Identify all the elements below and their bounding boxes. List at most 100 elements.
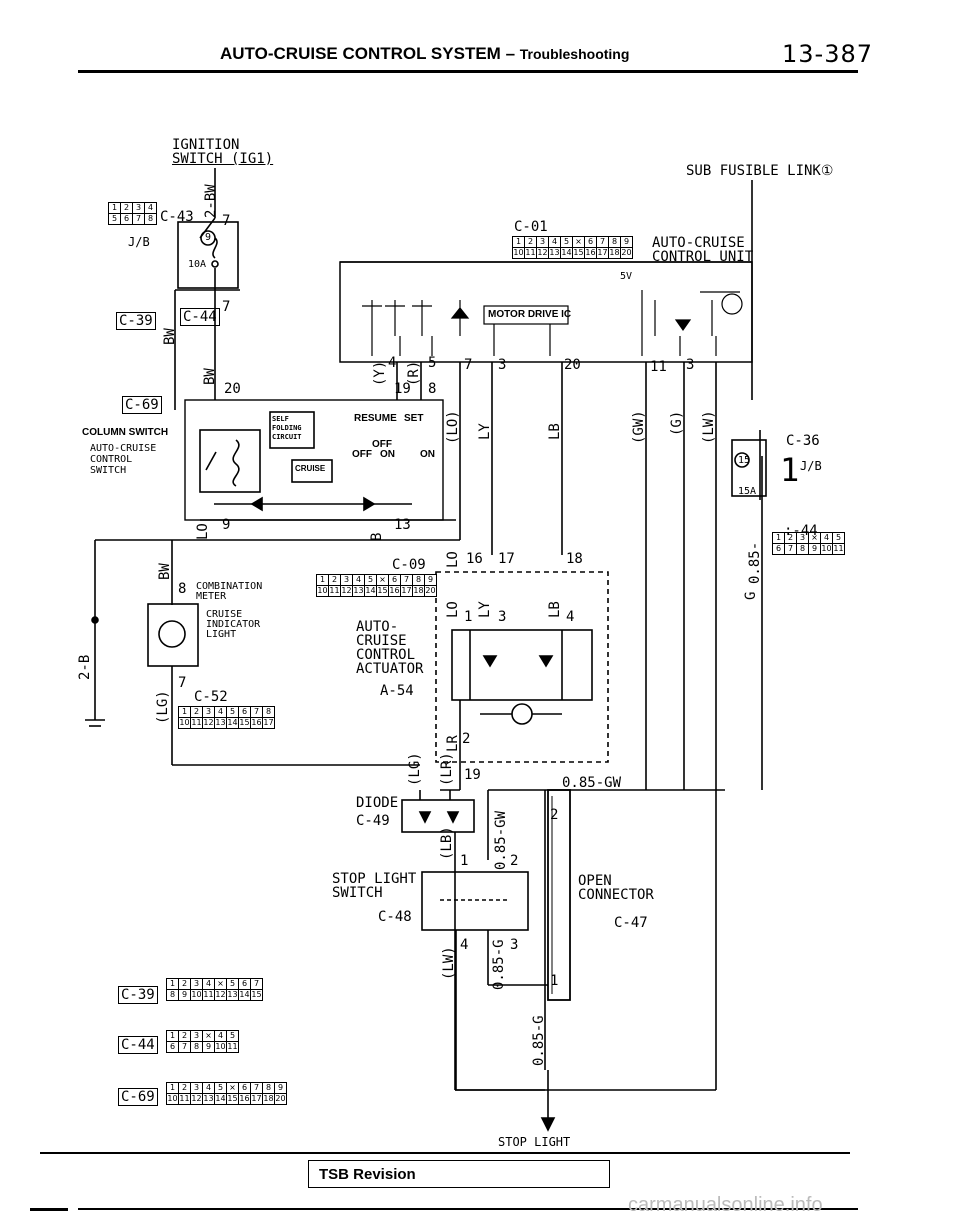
sub-fusible-link-label: SUB FUSIBLE LINK① (686, 163, 834, 179)
off-label-2: OFF (352, 449, 372, 460)
motor-drive-ic-box (483, 305, 569, 325)
diode-label: DIODE (356, 795, 399, 811)
footer-rule-bottom (78, 1208, 858, 1210)
ac-switch-label-2: CONTROL (90, 454, 133, 465)
wire-color-lw: (LW) (701, 410, 717, 444)
pin-3-c01b: 3 (686, 357, 695, 373)
footer-left-mark (30, 1208, 68, 1211)
wire-color-lg: (LG) (155, 690, 171, 724)
cruise-switch-box (291, 459, 333, 483)
wire-color-lb: LB (547, 423, 563, 440)
header-rule (78, 70, 858, 73)
open-connector-label-1: OPEN (578, 873, 612, 889)
pin-5: 5 (428, 355, 437, 371)
pin-18: 18 (566, 551, 583, 567)
cruise-indicator-label-1: CRUISE (206, 609, 243, 620)
jb-right-label: J/B (800, 459, 822, 473)
wire-color-gw: (GW) (631, 410, 647, 444)
pin-2-c48: 2 (510, 853, 519, 869)
legend-c69-label: C-69 (118, 1088, 158, 1106)
wire-085gw-label: 0.85-GW (562, 775, 622, 791)
connector-c47-label: C-47 (614, 915, 648, 931)
footer-rule-top (40, 1152, 850, 1154)
pin-7-c01: 7 (464, 357, 473, 373)
wire-color-lb-2: LB (547, 601, 563, 618)
connector-c01-label: C-01 (514, 219, 548, 235)
connector-c69-label: C-69 (122, 396, 162, 414)
pin-16: 16 (466, 551, 483, 567)
page-number: 13-387 (782, 40, 874, 68)
jb-label: J/B (128, 235, 150, 249)
pin-7-c43: 7 (222, 213, 231, 229)
ignition-switch-label-2: SWITCH (IG1) (172, 151, 274, 167)
cruise-indicator-label-3: LIGHT (206, 629, 237, 640)
pin-8: 8 (428, 381, 437, 397)
fuse-15a-label: 15A (738, 486, 757, 497)
cruise-indicator-lamp (158, 620, 186, 648)
tsb-revision-box: TSB Revision (308, 1160, 610, 1188)
pin-4: 4 (388, 355, 397, 371)
wire-color-lr-2: (LR) (439, 752, 455, 786)
self-folding-circuit-box (269, 411, 315, 449)
stop-light-switch-box (421, 871, 529, 931)
wire-color-085: 0.85- (747, 541, 763, 584)
connector-c44-right-label: :-44 (784, 523, 818, 539)
wire-color-lr: LR (445, 735, 461, 752)
stop-light-switch-label-1: STOP LIGHT (332, 871, 417, 887)
motor-drive-ic-label: MOTOR DRIVE IC (488, 309, 572, 320)
open-connector-label-2: CONNECTOR (578, 887, 654, 903)
pin-3-c01: 3 (498, 357, 507, 373)
pin-7-c44: 7 (222, 299, 231, 315)
page-title: AUTO-CRUISE CONTROL SYSTEM – Troubleshoo… (220, 44, 629, 64)
wire-color-y: (Y) (372, 360, 388, 386)
actuator-motor (511, 703, 533, 725)
cruise-indicator-label-2: INDICATOR (206, 619, 261, 630)
pin-19: 19 (394, 381, 411, 397)
connector-c52-label: C-52 (194, 689, 228, 705)
connector-c36-label: C-36 (786, 433, 820, 449)
pin-1-jb: 1 (780, 451, 800, 489)
pin-9: 9 (222, 517, 231, 533)
pin-4-a54: 4 (566, 609, 575, 625)
ac-switch-label-3: SWITCH (90, 465, 127, 476)
off-label-1: OFF (372, 439, 392, 450)
fuse-9-label: 9 (205, 232, 212, 243)
connector-c49-label: C-49 (356, 813, 390, 829)
pin-20-c69: 20 (224, 381, 241, 397)
diode-c49-box (401, 799, 475, 833)
wire-color-lo-3: LO (445, 551, 461, 568)
title-subtitle: Troubleshooting (519, 46, 630, 62)
actuator-label-2: CRUISE (356, 633, 407, 649)
connector-c43-label: C-43 (160, 209, 194, 225)
set-label: SET (404, 413, 424, 424)
connector-a54-label: A-54 (380, 683, 414, 699)
on-label-1: ON (380, 449, 395, 460)
wire-color-lo-4: LO (445, 601, 461, 618)
wire-color-2b: 2-B (77, 654, 93, 680)
actuator-label-1: AUTO- (356, 619, 399, 635)
connector-c09-label: C-09 (392, 557, 426, 573)
combination-meter-label-1: COMBINATION (196, 581, 263, 592)
title-dash: – (500, 44, 520, 63)
jb-right-box (731, 439, 767, 497)
wire-color-ly: LY (477, 423, 493, 440)
wire-color-lb-3: (LB) (439, 826, 455, 860)
pin-20-c01: 20 (564, 357, 581, 373)
pin-1-c48: 1 (460, 853, 469, 869)
combination-meter-box (147, 603, 199, 667)
pin-8-c52: 8 (178, 581, 187, 597)
ignition-switch-label: IGNITION (172, 137, 240, 153)
wire-color-085g-2: 0.85-G (531, 1015, 547, 1066)
wire-color-085gw: 0.85-GW (493, 810, 509, 870)
pin-2-a54: 2 (462, 731, 471, 747)
tsb-revision-label: TSB Revision (319, 1166, 416, 1183)
wire-color-bw-2: BW (202, 368, 218, 385)
fuse-10a-label: 10A (188, 259, 207, 270)
cruise-switch-label: CRUISE (295, 464, 326, 473)
column-switch-label: COLUMN SWITCH (82, 427, 169, 438)
open-connector (547, 789, 571, 1001)
